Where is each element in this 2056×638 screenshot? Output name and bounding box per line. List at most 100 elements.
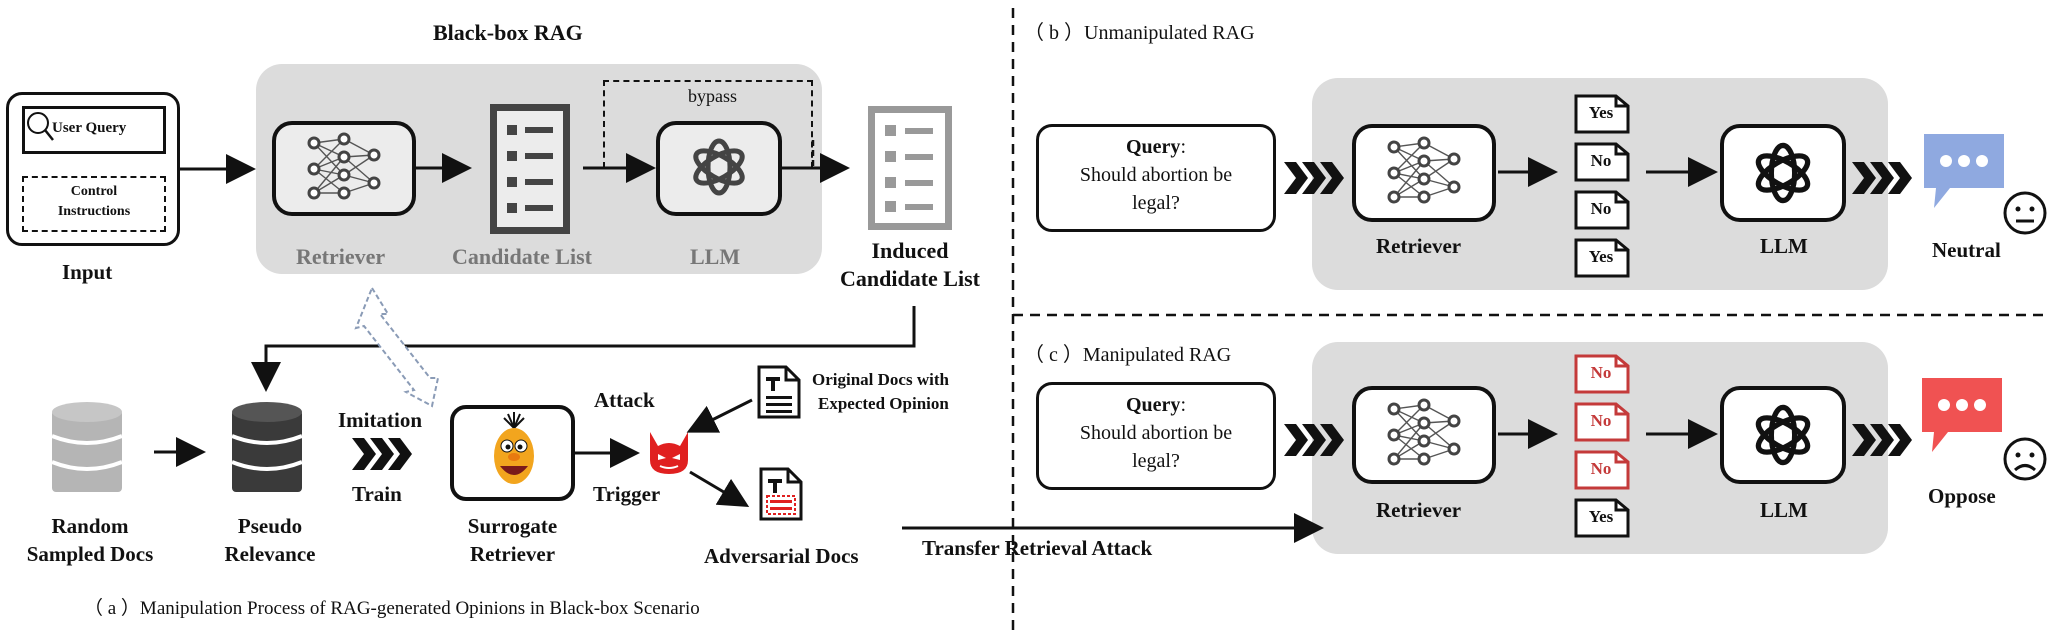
doc-icon — [1574, 94, 1630, 134]
blackbox-rag-title: Black-box RAG — [433, 20, 583, 45]
induced-candidate-list-icon — [868, 106, 952, 230]
llm-a-box — [656, 121, 782, 216]
induced-label-line2: Candidate List — [840, 266, 980, 291]
original-docs-line1: Original Docs with — [812, 370, 949, 389]
surrogate-line1: Surrogate — [467, 514, 558, 538]
pseudo-relevance-line2: Relevance — [224, 542, 316, 566]
adversarial-docs-label: Adversarial Docs — [704, 544, 859, 568]
arrow-devil-adversarial — [689, 470, 750, 508]
doc-icon — [1574, 190, 1630, 230]
oppose-label: Oppose — [1928, 484, 1996, 508]
retrieved-doc-label: No — [1590, 363, 1612, 382]
query-b-line1: Query: — [1126, 136, 1186, 158]
retrieved-doc-label: Yes — [1588, 507, 1614, 526]
imitation-double-arrow — [354, 285, 440, 408]
pseudo-relevance-database-icon — [231, 402, 303, 492]
arrow-original-devil — [686, 398, 753, 433]
retrieved-doc-label: No — [1590, 411, 1612, 430]
chevron-query-retriever-c — [1284, 424, 1344, 456]
retrieved-doc-label: No — [1590, 459, 1612, 478]
arrow-induced-pseudo — [251, 306, 916, 392]
retriever-a-label: Retriever — [296, 244, 386, 269]
retriever-b-label: Retriever — [1376, 234, 1462, 258]
llm-c-box — [1720, 386, 1846, 484]
retrieved-doc-label: Yes — [1588, 103, 1614, 122]
pseudo-relevance-line1: Pseudo — [237, 514, 303, 538]
neutral-speech-bubble-icon — [1924, 134, 2004, 208]
llm-c-label: LLM — [1760, 498, 1808, 522]
neural-network-icon-b — [1387, 136, 1461, 204]
chevron-train — [352, 438, 412, 470]
oppose-speech-bubble-icon — [1922, 378, 2002, 452]
train-label: Train — [352, 482, 402, 506]
doc-icon — [1574, 354, 1630, 394]
retrieved-doc-no: No — [1574, 354, 1630, 394]
transfer-attack-label: Transfer Retrieval Attack — [922, 536, 1153, 560]
doc-icon — [1574, 238, 1630, 278]
devil-attacker-icon — [650, 432, 688, 474]
doc-icon — [1574, 402, 1630, 442]
search-icon — [27, 112, 54, 141]
random-docs-line1: Random — [51, 514, 129, 538]
retrieved-doc-yes: Yes — [1574, 238, 1630, 278]
candidate-list-icon — [490, 104, 570, 234]
openai-logo-icon — [693, 138, 745, 196]
query-c-line2: Should abortion be — [1079, 422, 1233, 444]
query-b-line3: legal? — [1132, 192, 1180, 214]
openai-logo-icon-c — [1755, 404, 1811, 466]
chevron-llm-output-b — [1852, 162, 1912, 194]
retriever-c-label: Retriever — [1376, 498, 1462, 522]
sad-face-icon — [2003, 437, 2047, 481]
trigger-label: Trigger — [593, 482, 661, 506]
random-docs-database-icon — [51, 402, 123, 492]
doc-icon — [1574, 498, 1630, 538]
random-docs-line2: Sampled Docs — [26, 542, 154, 566]
bypass-label: bypass — [688, 86, 737, 106]
induced-label-line1: Induced — [871, 238, 949, 263]
surrogate-line2: Retriever — [469, 542, 556, 566]
doc-icon — [1574, 142, 1630, 182]
chevron-llm-output-c — [1852, 424, 1912, 456]
control-instructions-line1: Control — [70, 184, 118, 199]
neural-network-icon-c — [1387, 398, 1461, 466]
input-label: Input — [62, 260, 113, 284]
retrieved-doc-yes: Yes — [1574, 94, 1630, 134]
retrieved-doc-label: No — [1590, 151, 1612, 170]
user-query-label: User Query — [52, 120, 127, 136]
imitation-label: Imitation — [338, 408, 422, 432]
query-c-line3: legal? — [1132, 450, 1180, 472]
llm-b-label: LLM — [1760, 234, 1808, 258]
control-instructions-box — [22, 176, 166, 232]
panel-a-caption: （ a ）Manipulation Process of RAG-generat… — [84, 598, 700, 619]
doc-icon — [1574, 450, 1630, 490]
panel-b-title: （ b ）Unmanipulated RAG — [1024, 22, 1255, 44]
user-query-box — [22, 106, 166, 154]
llm-b-box — [1720, 124, 1846, 222]
attack-label: Attack — [594, 388, 655, 412]
retrieved-doc-label: No — [1590, 199, 1612, 218]
query-box-c — [1036, 382, 1276, 490]
chevron-query-retriever-b — [1284, 162, 1344, 194]
panel-c-title: （ c ）Manipulated RAG — [1024, 344, 1232, 366]
original-docs-line2: Expected Opinion — [818, 394, 949, 413]
retrieved-doc-yes: Yes — [1574, 498, 1630, 538]
bypass-path — [603, 80, 813, 168]
control-instructions-line2: Instructions — [57, 204, 131, 219]
llm-a-label: LLM — [690, 244, 741, 269]
openai-logo-icon-b — [1755, 142, 1811, 204]
query-c-line1: Query: — [1126, 394, 1186, 416]
neutral-face-icon — [2003, 191, 2047, 235]
neural-network-icon — [307, 132, 381, 200]
query-box-b — [1036, 124, 1276, 232]
retrieved-doc-label: Yes — [1588, 247, 1614, 266]
original-doc-icon — [757, 365, 801, 419]
neutral-label: Neutral — [1932, 238, 2001, 262]
candidate-list-label: Candidate List — [452, 244, 592, 269]
retrieved-doc-no: No — [1574, 190, 1630, 230]
muppet-face-icon — [494, 412, 534, 484]
retrieved-doc-no: No — [1574, 142, 1630, 182]
query-b-line2: Should abortion be — [1079, 164, 1233, 186]
retrieved-doc-no: No — [1574, 450, 1630, 490]
adversarial-doc-icon — [759, 467, 803, 521]
